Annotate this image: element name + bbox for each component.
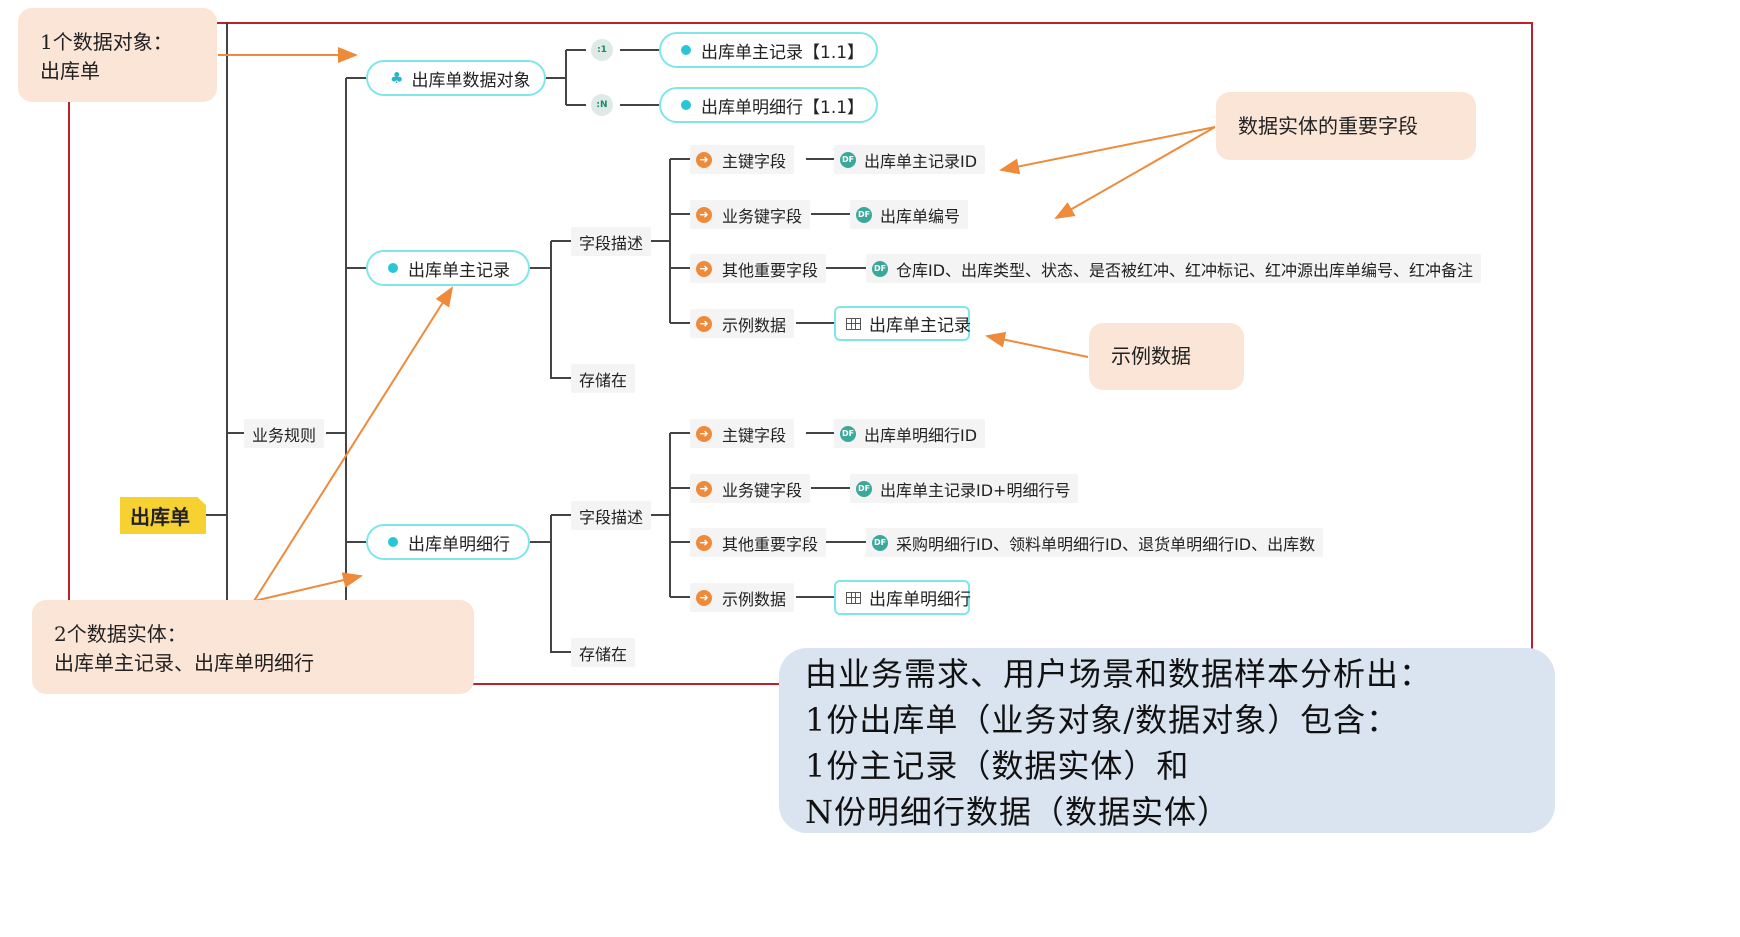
arrow-right-icon: ➜ — [696, 425, 712, 442]
entity-main-other-field[interactable]: ➜ 其他重要字段 — [690, 254, 827, 283]
arrow-right-icon: ➜ — [696, 589, 712, 606]
stored-in-label: 存储在 — [579, 370, 628, 390]
data-field-icon: DF — [856, 480, 872, 497]
relation-badge-one: :1 — [591, 39, 613, 61]
field-label: 示例数据 — [722, 315, 787, 335]
entity-main-sample-field[interactable]: ➜ 示例数据 — [690, 309, 795, 338]
field-value: 出库单主记录 — [869, 316, 971, 336]
field-value: 出库单主记录ID — [864, 151, 978, 171]
data-field-icon: DF — [840, 425, 856, 442]
arrow-right-icon: ➜ — [696, 206, 712, 223]
data-object-node[interactable]: ♣ 出库单数据对象 — [366, 60, 546, 96]
bullet-icon — [681, 100, 691, 110]
business-rules-label: 业务规则 — [252, 425, 317, 445]
bullet-icon — [388, 263, 398, 273]
field-value: 出库单明细行 — [869, 590, 971, 610]
entity-main-bk-value[interactable]: DF 出库单编号 — [850, 200, 969, 229]
field-label: 主键字段 — [722, 425, 787, 445]
table-icon — [846, 591, 861, 604]
arrow-to-entity-detail — [253, 572, 363, 602]
entity-main-sample-value[interactable]: 出库单主记录 — [834, 306, 971, 341]
field-value: 出库单明细行ID — [864, 425, 978, 445]
entity-detail-sample-field[interactable]: ➜ 示例数据 — [690, 583, 795, 612]
summary-line-4: N份明细行数据（数据实体） — [805, 793, 1231, 831]
field-desc-label: 字段描述 — [579, 233, 644, 253]
entity-detail-bk-field[interactable]: ➜ 业务键字段 — [690, 474, 811, 503]
entity-detail-other-value[interactable]: DF 采购明细行ID、领料单明细行ID、退货单明细行ID、出库数 — [866, 528, 1324, 557]
entity-detail-bk-value[interactable]: DF 出库单主记录ID+明细行号 — [850, 474, 1079, 503]
arrow-right-icon: ➜ — [696, 534, 712, 551]
arrow-to-entity-main — [253, 286, 454, 602]
callout-data-object-text: 1个数据对象： 出库单 — [40, 30, 173, 83]
callout-sample-data: 示例数据 — [1089, 323, 1244, 390]
relation-entity-detail[interactable]: 出库单明细行【1.1】 — [659, 87, 878, 123]
callout-sample-data-text: 示例数据 — [1111, 344, 1191, 368]
arrow-right-icon: ➜ — [696, 151, 712, 168]
relation-entity-main[interactable]: 出库单主记录【1.1】 — [659, 32, 878, 68]
arrow-to-sample-data — [985, 331, 1089, 358]
callout-key-fields-text: 数据实体的重要字段 — [1238, 114, 1418, 138]
entity-detail-node[interactable]: 出库单明细行 — [366, 524, 530, 560]
relation-entity-main-label: 出库单主记录【1.1】 — [701, 42, 865, 63]
root-label: 出库单 — [130, 505, 190, 529]
entity-detail-stored-in[interactable]: 存储在 — [571, 638, 636, 667]
arrow-right-icon: ➜ — [696, 480, 712, 497]
arrow-to-bk-field — [1054, 126, 1216, 219]
entity-detail-pk-field[interactable]: ➜ 主键字段 — [690, 419, 795, 448]
summary-line-1: 由业务需求、用户场景和数据样本分析出： — [805, 655, 1433, 693]
business-rules-node[interactable]: 业务规则 — [244, 419, 325, 448]
entity-main-field-desc[interactable]: 字段描述 — [571, 227, 652, 256]
data-object-label: 出库单数据对象 — [411, 70, 531, 91]
field-label: 示例数据 — [722, 589, 787, 609]
table-icon — [846, 317, 861, 330]
field-label: 主键字段 — [722, 151, 787, 171]
bullet-icon — [681, 45, 691, 55]
entity-main-node[interactable]: 出库单主记录 — [366, 250, 530, 286]
clover-icon: ♣ — [390, 69, 404, 87]
callout-key-fields: 数据实体的重要字段 — [1216, 92, 1476, 160]
summary-line-3: 1份主记录（数据实体）和 — [805, 747, 1190, 785]
root-node[interactable]: 出库单 — [120, 497, 206, 534]
entity-main-pk-field[interactable]: ➜ 主键字段 — [690, 145, 795, 174]
field-value: 出库单主记录ID+明细行号 — [880, 480, 1071, 500]
arrow-right-icon: ➜ — [696, 315, 712, 332]
field-label: 其他重要字段 — [722, 260, 819, 280]
field-value: 采购明细行ID、领料单明细行ID、退货单明细行ID、出库数 — [896, 534, 1316, 554]
summary-line-2: 1份出库单（业务对象/数据对象）包含： — [805, 701, 1400, 739]
entity-main-other-value[interactable]: DF 仓库ID、出库类型、状态、是否被红冲、红冲标记、红冲源出库单编号、红冲备注 — [866, 254, 1482, 283]
data-field-icon: DF — [872, 260, 888, 277]
relation-badge-many: :N — [591, 94, 613, 116]
entity-detail-sample-value[interactable]: 出库单明细行 — [834, 580, 971, 615]
data-field-icon: DF — [872, 534, 888, 551]
entity-main-label: 出库单主记录 — [408, 260, 510, 281]
callout-data-object: 1个数据对象： 出库单 — [18, 8, 217, 102]
field-label: 业务键字段 — [722, 480, 803, 500]
summary-box: 由业务需求、用户场景和数据样本分析出： 1份出库单（业务对象/数据对象）包含： … — [779, 648, 1555, 833]
field-desc-label: 字段描述 — [579, 507, 644, 527]
callout-entities: 2个数据实体： 出库单主记录、出库单明细行 — [32, 600, 474, 694]
relation-entity-detail-label: 出库单明细行【1.1】 — [701, 97, 865, 118]
field-label: 其他重要字段 — [722, 534, 819, 554]
stored-in-label: 存储在 — [579, 644, 628, 664]
callout-entities-text: 2个数据实体： 出库单主记录、出库单明细行 — [54, 622, 314, 675]
data-field-icon: DF — [840, 151, 856, 168]
entity-detail-pk-value[interactable]: DF 出库单明细行ID — [834, 419, 986, 448]
entity-detail-other-field[interactable]: ➜ 其他重要字段 — [690, 528, 827, 557]
field-label: 业务键字段 — [722, 206, 803, 226]
entity-main-pk-value[interactable]: DF 出库单主记录ID — [834, 145, 986, 174]
arrow-right-icon: ➜ — [696, 260, 712, 277]
entity-main-stored-in[interactable]: 存储在 — [571, 364, 636, 393]
entity-detail-label: 出库单明细行 — [408, 534, 510, 555]
entity-detail-field-desc[interactable]: 字段描述 — [571, 501, 652, 530]
bullet-icon — [388, 537, 398, 547]
field-value: 仓库ID、出库类型、状态、是否被红冲、红冲标记、红冲源出库单编号、红冲备注 — [896, 260, 1474, 280]
arrow-to-pk-field — [999, 126, 1216, 175]
data-field-icon: DF — [856, 206, 872, 223]
entity-main-bk-field[interactable]: ➜ 业务键字段 — [690, 200, 811, 229]
field-value: 出库单编号 — [880, 206, 961, 226]
